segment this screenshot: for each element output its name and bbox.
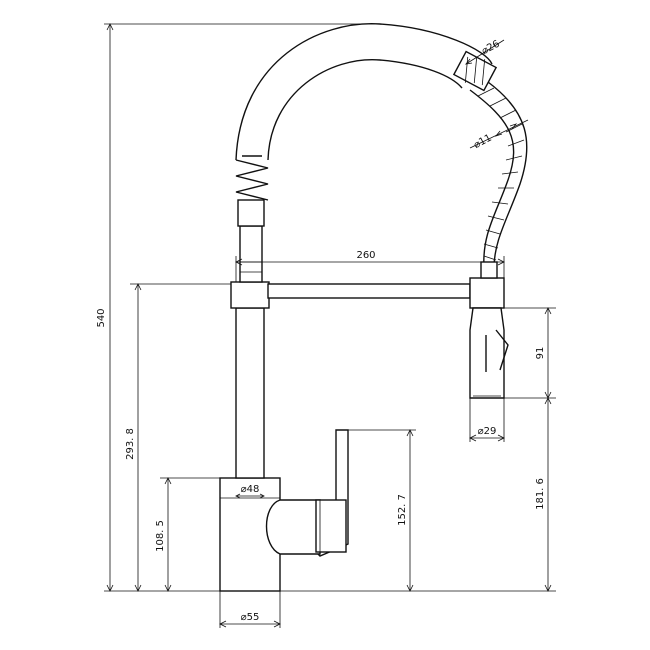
dim-handle-height: 152. 7 bbox=[280, 429, 416, 592]
dim-sprayer-diameter: ⌀29 bbox=[469, 398, 505, 442]
spout-arm bbox=[267, 283, 471, 299]
dim-spout-reach: 260 bbox=[235, 250, 505, 282]
body-diameter-label: ⌀48 bbox=[241, 484, 260, 495]
base-height-label: 108. 5 bbox=[155, 520, 166, 552]
sprayer-diameter-label: ⌀29 bbox=[478, 426, 497, 437]
hose-tip-diameter-label: ⌀26 bbox=[480, 39, 502, 58]
dim-hose-tip-diameter: ⌀26 bbox=[465, 39, 505, 65]
dim-body-diameter: ⌀48 bbox=[235, 484, 265, 499]
dim-sprayer-height: 181. 6 bbox=[416, 397, 556, 592]
sprayer-body bbox=[469, 307, 505, 399]
dim-hose-diameter: ⌀11 bbox=[469, 119, 529, 152]
dim-base-height: 108. 5 bbox=[155, 477, 220, 592]
spout-height-label: 293. 8 bbox=[125, 428, 136, 460]
handle-cartridge bbox=[265, 499, 321, 555]
dim-sprayer-length: 91 bbox=[504, 307, 556, 399]
hose-right bbox=[487, 81, 528, 269]
sprayer-head bbox=[469, 277, 505, 309]
spring-coil bbox=[235, 159, 269, 201]
arch-inner bbox=[267, 59, 463, 161]
hose-left bbox=[469, 89, 515, 269]
base-diameter-label: ⌀55 bbox=[241, 612, 260, 623]
spout-reach-label: 260 bbox=[356, 250, 375, 261]
arch-outer bbox=[235, 23, 493, 161]
sprayer-height-label: 181. 6 bbox=[535, 478, 546, 510]
overall-height-label: 540 bbox=[96, 308, 107, 327]
dim-base-diameter: ⌀55 bbox=[219, 591, 281, 628]
handle-height-label: 152. 7 bbox=[397, 494, 408, 526]
spring-housing bbox=[239, 225, 263, 283]
dim-spout-height: 293. 8 bbox=[125, 283, 231, 592]
dim-overall-height: 540 bbox=[96, 23, 380, 592]
hose-diameter-label: ⌀11 bbox=[472, 133, 494, 152]
faucet-joint bbox=[230, 281, 270, 309]
sprayer-length-label: 91 bbox=[535, 347, 546, 360]
faucet-column bbox=[235, 307, 265, 479]
